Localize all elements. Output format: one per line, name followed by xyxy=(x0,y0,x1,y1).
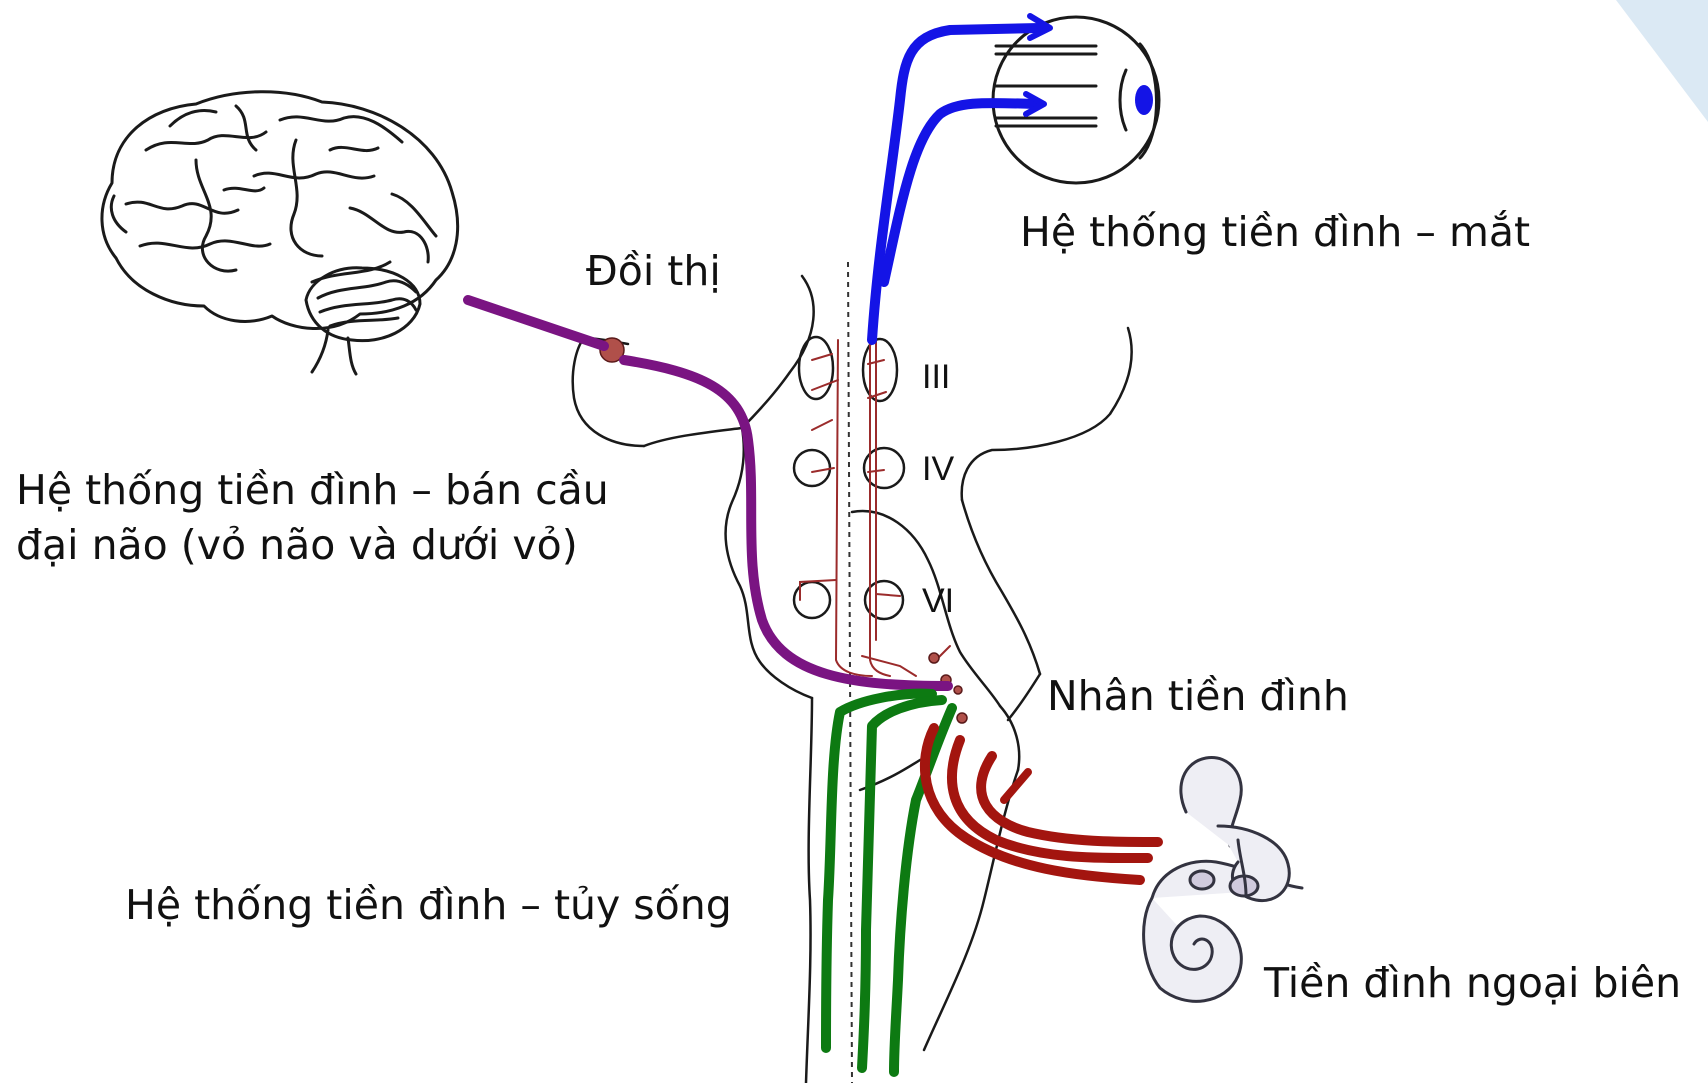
pupil xyxy=(1135,85,1153,115)
nucleus-iv-left xyxy=(794,450,830,486)
nucleus-vi-label: VI xyxy=(922,584,954,618)
cerebral-system-label-line2: đại não (vỏ não và dưới vỏ) xyxy=(16,520,578,571)
brain-icon xyxy=(102,92,458,374)
vestibular-nerve-path xyxy=(925,728,1158,880)
thalamus-label: Đồi thị xyxy=(586,246,721,297)
nucleus-iv-label: IV xyxy=(922,452,954,486)
nucleus-iii-left xyxy=(799,337,833,399)
vestibular-dot-4 xyxy=(954,686,962,694)
nucleus-dots xyxy=(600,338,967,723)
vestibulo-ocular-path xyxy=(872,16,1050,340)
nucleus-iii-label: III xyxy=(922,360,950,394)
vestibulo-spinal-path xyxy=(826,694,952,1072)
cerebral-system-label-line1: Hệ thống tiền đình – bán cầu xyxy=(16,465,609,516)
eye-system-label: Hệ thống tiền đình – mắt xyxy=(1020,207,1530,258)
peripheral-vestibular-label: Tiền đình ngoại biên xyxy=(1264,958,1681,1009)
corner-accent-shape xyxy=(1616,0,1708,122)
spinal-system-label: Hệ thống tiền đình – tủy sống xyxy=(125,880,732,931)
vestibular-nucleus-label: Nhân tiền đình xyxy=(1047,671,1349,722)
vestibular-dot-3 xyxy=(957,713,967,723)
nucleus-iii-right xyxy=(863,339,897,401)
vestibular-dot-1 xyxy=(929,653,939,663)
